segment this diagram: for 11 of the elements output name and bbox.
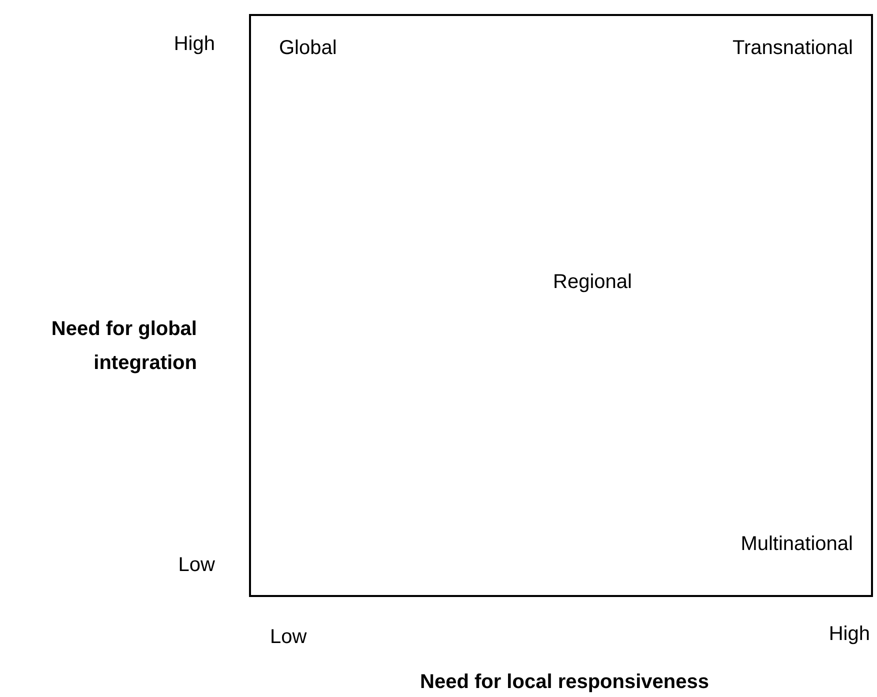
axis-tick-label: High xyxy=(174,32,215,56)
axis-tick-label: High xyxy=(828,622,870,646)
axis-tick-label: Low xyxy=(270,625,307,649)
quadrant-label: Transnational xyxy=(732,36,853,60)
quadrant-label: Global xyxy=(279,36,337,60)
quadrant-label: Regional xyxy=(553,270,632,294)
axis-tick-label: Low xyxy=(178,553,215,577)
axis-title: Need for global integration xyxy=(50,317,197,376)
axis-title: Need for local responsiveness xyxy=(420,670,710,694)
quadrant-label: Multinational xyxy=(740,532,853,556)
matrix-box xyxy=(249,14,873,597)
